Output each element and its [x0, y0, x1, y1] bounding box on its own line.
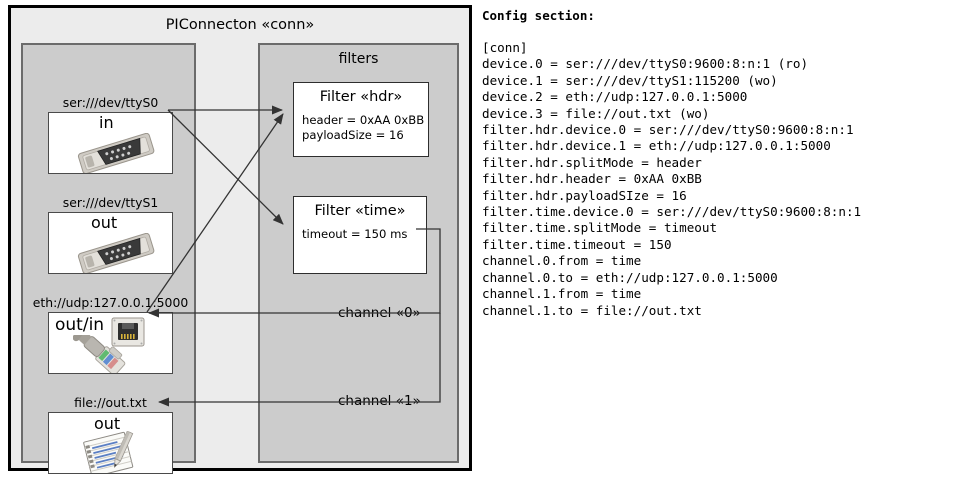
device-eth-direction: out/in	[55, 315, 105, 335]
filter-time-title: Filter «time»	[314, 203, 406, 219]
filters-panel-title: filters	[338, 51, 379, 67]
device-file-direction: out	[94, 414, 121, 433]
ethernet-cable-icon	[72, 332, 135, 373]
channel-1-label: channel «1»	[338, 393, 421, 409]
filter-time-props: timeout = 150 ms	[302, 227, 408, 241]
device-ttys0-label: ser:///dev/ttyS0	[62, 95, 159, 110]
device-ttys1[interactable]: ser:///dev/ttyS1 out	[39, 195, 182, 274]
device-eth-label: eth://udp:127.0.0.1:5000	[32, 295, 189, 310]
channel-0-label: channel «0»	[338, 305, 421, 321]
device-eth[interactable]: eth://udp:127.0.0.1:5000 out/in	[29, 295, 192, 374]
config-section: Config section: [conn] device.0 = ser://…	[482, 8, 960, 319]
filter-hdr-title: Filter «hdr»	[319, 89, 403, 105]
filter-hdr-box[interactable]: Filter «hdr» header = 0xAA 0xBB payloadS…	[293, 82, 429, 157]
config-heading: Config section:	[482, 8, 595, 23]
config-body: [conn] device.0 = ser:///dev/ttyS0:9600:…	[482, 40, 862, 318]
serial-port-icon	[73, 232, 159, 273]
filter-time-box[interactable]: Filter «time» timeout = 150 ms	[293, 196, 427, 274]
device-ttys1-label: ser:///dev/ttyS1	[62, 195, 159, 210]
text-document-icon	[79, 430, 151, 473]
device-file-label: file://out.txt	[74, 395, 147, 410]
device-eth-box[interactable]: out/in	[48, 312, 173, 374]
device-file[interactable]: file://out.txt out	[39, 395, 182, 474]
diagram-title: PIConnecton «conn»	[165, 17, 315, 33]
ethernet-jack-icon	[111, 317, 145, 351]
device-ttys0-box[interactable]: in	[48, 112, 173, 174]
connector-diagram: PIConnecton «conn» ser:///dev/ttyS0 in	[8, 5, 472, 474]
devices-panel: ser:///dev/ttyS0 in	[21, 43, 196, 474]
device-ttys0[interactable]: ser:///dev/ttyS0 in	[39, 95, 182, 174]
device-ttys1-box[interactable]: out	[48, 212, 173, 274]
filter-hdr-props: header = 0xAA 0xBB payloadSize = 16	[302, 113, 425, 142]
device-file-box[interactable]: out	[48, 412, 173, 474]
device-ttys0-direction: in	[99, 113, 114, 132]
serial-port-icon	[73, 132, 159, 173]
device-ttys1-direction: out	[91, 213, 118, 232]
